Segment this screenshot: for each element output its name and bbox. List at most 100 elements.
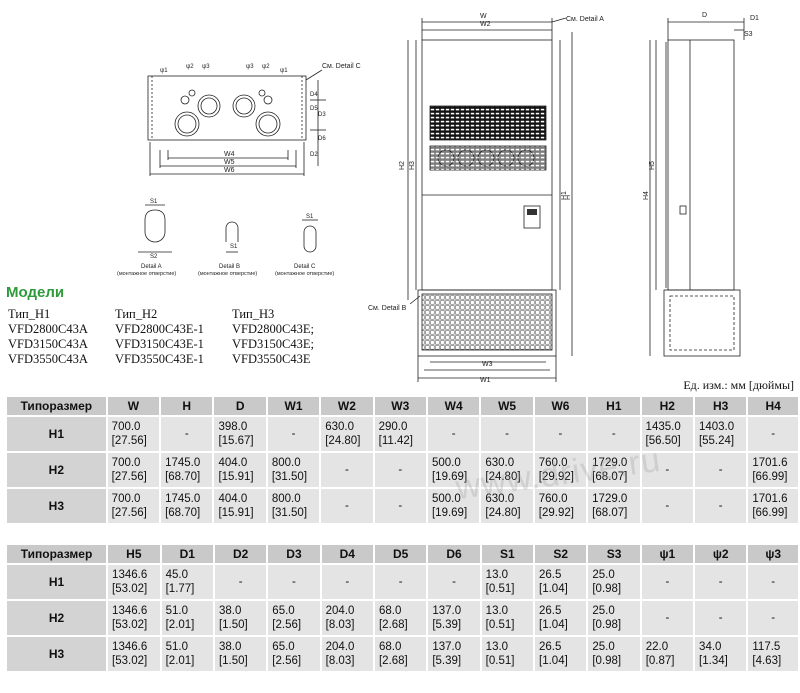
table-cell: - xyxy=(321,453,373,487)
table-cell: 34.0[1.34] xyxy=(695,637,747,671)
column-header: W1 xyxy=(267,397,320,415)
models-column-header: Тип_H3 xyxy=(232,307,275,321)
table-cell: - xyxy=(748,601,798,635)
table-cell: - xyxy=(161,417,213,451)
column-header: D5 xyxy=(374,545,427,563)
table-cell: - xyxy=(695,601,747,635)
table-cell: 630.0[24.80] xyxy=(481,453,533,487)
table-cell: 25.0[0.98] xyxy=(588,565,640,599)
cell-value-inch: [24.80] xyxy=(485,507,521,519)
table-cell: 38.0[1.50] xyxy=(214,601,267,635)
cell-value-inch: [15.91] xyxy=(218,507,254,519)
table-cell: - xyxy=(481,417,533,451)
models-column-h3: Тип_H3 VFD2800C43E; VFD3150C43E; VFD3550… xyxy=(232,307,314,367)
models-heading: Модели xyxy=(6,284,65,301)
column-header: D xyxy=(214,397,266,415)
table-header-row: Типоразмер W H D W1 W2 W3 W4 W5 W6 H1 H2… xyxy=(7,397,798,415)
table-cell: - xyxy=(374,565,427,599)
table-cell: - xyxy=(427,417,480,451)
table-cell: - xyxy=(588,417,640,451)
table-cell: 51.0[2.01] xyxy=(161,637,213,671)
cell-value-inch: [5.39] xyxy=(432,655,462,667)
table-cell: - xyxy=(534,417,587,451)
cell-value-mm: - xyxy=(292,576,296,588)
cell-value-inch: [2.56] xyxy=(272,619,302,631)
cell-value-mm: - xyxy=(665,576,670,588)
svg-text:W4: W4 xyxy=(224,151,235,158)
column-header: H5 xyxy=(108,545,160,563)
row-header: H2 xyxy=(7,453,106,487)
cell-value-inch: [5.39] xyxy=(432,619,462,631)
table-cell: 117.5[4.63] xyxy=(748,637,798,671)
table-cell: - xyxy=(268,565,320,599)
model-item: VFD3550C43E xyxy=(232,352,311,366)
table-cell: 204.0 [8.03] xyxy=(321,601,373,635)
svg-text:H3: H3 xyxy=(409,161,416,170)
table-cell: - xyxy=(321,489,373,523)
units-note: Ед. изм.: мм [дюймы] xyxy=(683,378,794,392)
model-item: VFD3550C43A xyxy=(8,352,88,366)
cell-value-mm: - xyxy=(665,500,670,512)
cell-value-mm: - xyxy=(771,612,776,624)
cell-value-mm: - xyxy=(291,428,296,440)
cell-value-mm: 204.0 xyxy=(325,605,355,617)
table-cell: 700.0[27.56] xyxy=(107,489,160,523)
cell-value-mm: - xyxy=(345,500,349,512)
table-cell: - xyxy=(641,489,693,523)
cell-value-inch: [29.92] xyxy=(538,471,574,483)
row-header: H3 xyxy=(7,489,106,523)
cell-value-inch: [68.70] xyxy=(165,507,201,519)
svg-text:ψ3: ψ3 xyxy=(246,64,254,70)
cell-value-mm: - xyxy=(238,576,243,588)
svg-text:D5: D5 xyxy=(310,106,318,112)
cell-value-inch: [2.56] xyxy=(272,655,302,667)
cell-value-mm: - xyxy=(452,576,456,588)
cell-value-mm: 760.0 xyxy=(538,493,568,505)
cell-value-inch: [53.02] xyxy=(112,619,148,631)
front-view-drawing xyxy=(407,17,573,382)
svg-text:S2: S2 xyxy=(150,254,158,260)
cell-value-mm: 26.5 xyxy=(539,569,562,581)
cell-value-inch: [8.03] xyxy=(325,619,355,631)
cell-value-inch: [31.50] xyxy=(271,471,308,483)
table-cell: - xyxy=(694,453,747,487)
svg-text:S1: S1 xyxy=(230,244,238,250)
cell-value-inch: [1.77] xyxy=(165,583,195,595)
table-cell: 137.0 [5.39] xyxy=(428,601,480,635)
front-view-labels: W W2 H2 H3 H H1 W3 W1 См. Detail A См. D… xyxy=(368,13,604,384)
model-item: VFD2800C43E; xyxy=(232,322,314,336)
column-header: H xyxy=(161,397,213,415)
cell-value-inch: [66.99] xyxy=(752,471,788,483)
table-cell: 13.0[0.51] xyxy=(481,601,534,635)
cell-value-inch: [19.69] xyxy=(431,507,468,519)
cell-value-inch: [11.42] xyxy=(378,435,413,447)
column-header: ψ2 xyxy=(695,545,747,563)
svg-text:ψ1: ψ1 xyxy=(280,68,288,74)
cell-value-mm: 68.0 xyxy=(378,641,402,653)
detail-labels: S1 S2 Detail A (монтажное отверстие) S1 … xyxy=(117,199,334,277)
table-cell: 700.0[27.56] xyxy=(107,453,160,487)
cell-value-mm: - xyxy=(718,612,723,624)
cell-value-mm: - xyxy=(665,464,670,476)
cell-value-mm: 25.0 xyxy=(592,641,615,653)
svg-text:W2: W2 xyxy=(480,21,491,28)
table-cell: 800.0[31.50] xyxy=(267,453,320,487)
cell-value-mm: 700.0 xyxy=(111,457,141,469)
table-cell: 1729.0[68.07] xyxy=(588,453,640,487)
cell-value-inch: [1.34] xyxy=(699,655,728,667)
cell-value-mm: 137.0 xyxy=(432,605,462,617)
model-item: VFD2800C43E-1 xyxy=(115,322,204,336)
cell-value-mm: - xyxy=(184,428,189,440)
cell-value-mm: - xyxy=(558,428,563,440)
cell-value-inch: [56.50] xyxy=(645,435,681,447)
column-header: W4 xyxy=(427,397,480,415)
table-cell: 51.0[2.01] xyxy=(161,601,213,635)
table-cell: 398.0[15.67] xyxy=(214,417,266,451)
table-cell: - xyxy=(641,453,693,487)
table-cell: 45.0[1.77] xyxy=(161,565,213,599)
svg-text:S1: S1 xyxy=(150,199,158,205)
column-header: D1 xyxy=(161,545,213,563)
svg-text:ψ3: ψ3 xyxy=(202,64,210,70)
